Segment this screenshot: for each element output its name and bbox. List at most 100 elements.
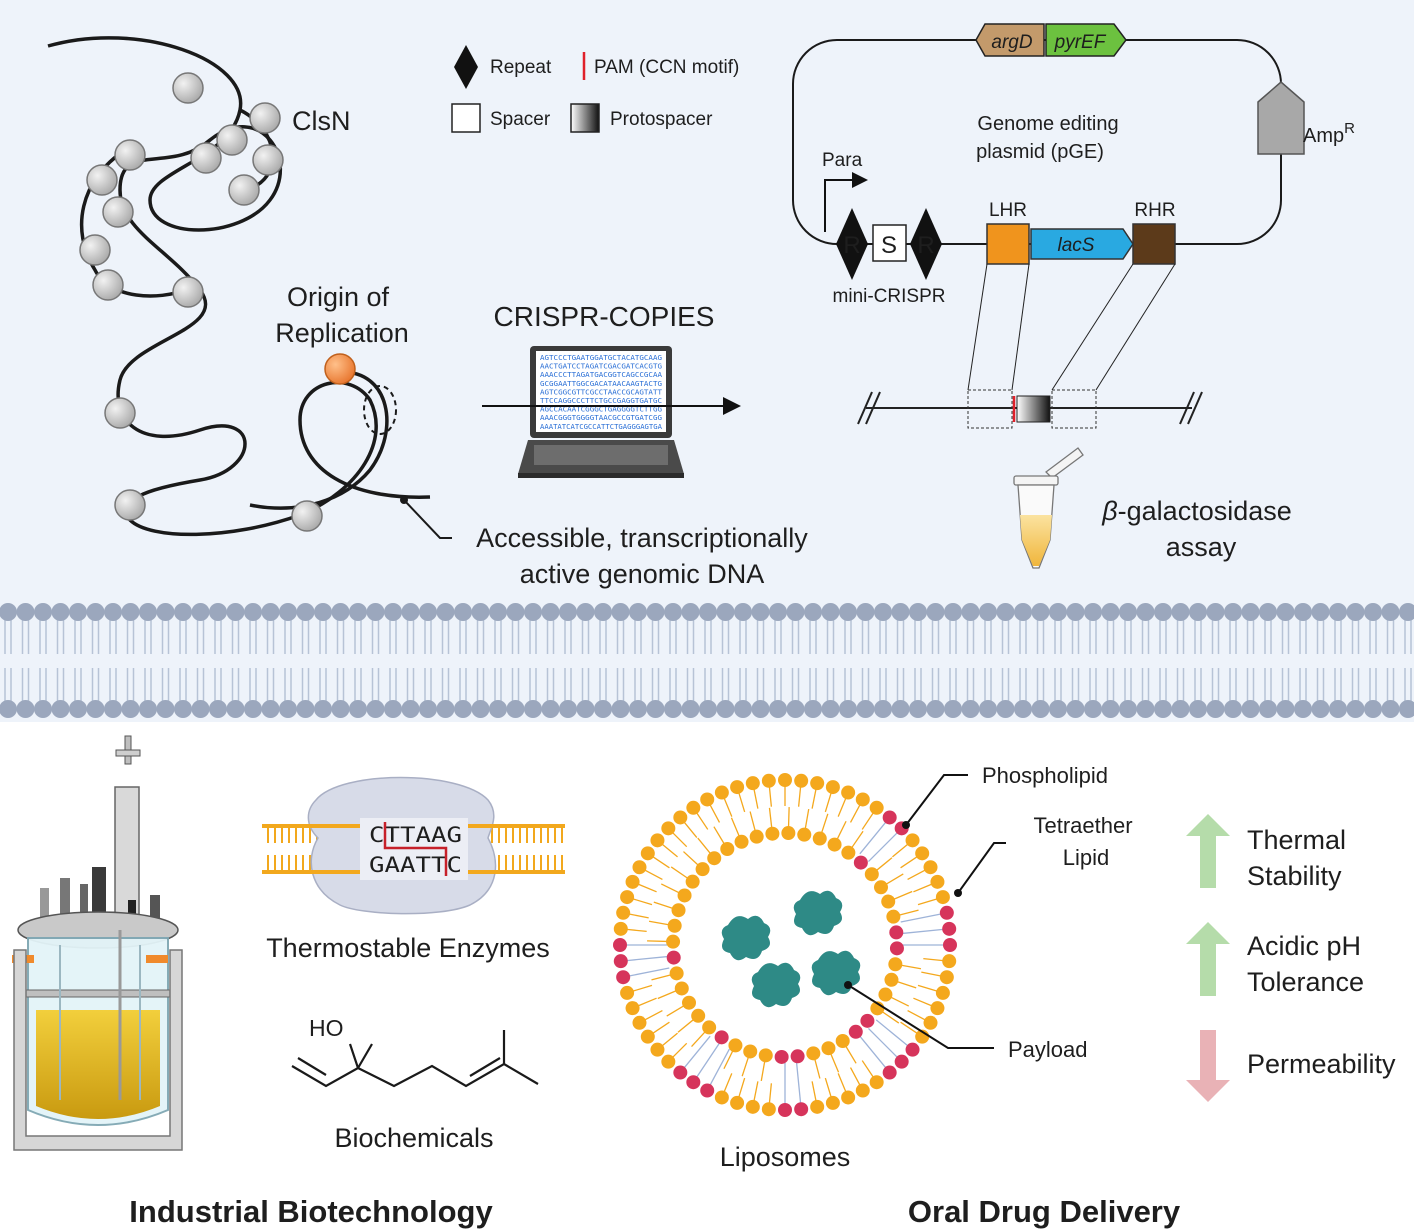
phospholipid-head — [821, 1041, 836, 1056]
lipid-head — [1119, 603, 1137, 621]
lipid-head — [1066, 700, 1085, 718]
phospholipid-tail — [824, 1077, 832, 1098]
lipid-head — [961, 603, 980, 621]
lipid-head — [191, 603, 210, 621]
phospholipid-head — [810, 1099, 825, 1114]
phospholipid-head — [714, 785, 729, 800]
lipid-head — [174, 603, 192, 621]
crispr-legend: Repeat PAM (CCN motif) Spacer Protospace… — [451, 45, 739, 133]
lipid-head — [489, 603, 507, 621]
genome-rhr-region — [1051, 389, 1097, 429]
lipid-head — [664, 700, 682, 718]
lipid-head — [769, 603, 787, 621]
lipid-head — [804, 700, 822, 718]
lipid-head — [1399, 700, 1414, 718]
molecule-double-bond — [297, 1057, 327, 1076]
crossover-line — [1011, 263, 1030, 391]
phospholipid-head — [650, 833, 665, 848]
lipid-head — [1084, 603, 1102, 621]
tetraether-head — [889, 925, 904, 940]
lipid-head — [594, 603, 612, 621]
clsn-label: ClsN — [292, 106, 351, 136]
phospholipid-head — [667, 918, 682, 933]
phospholipid-tail — [837, 797, 847, 817]
phospholipid-tail — [672, 832, 688, 848]
lipid-head — [874, 603, 892, 621]
clsn-bead — [249, 102, 281, 134]
lipid-head — [1311, 603, 1330, 621]
lipid-head — [279, 603, 297, 621]
lipid-head — [524, 700, 542, 718]
phospholipid-head — [640, 1029, 655, 1044]
lipid-head — [821, 603, 840, 621]
payload-molecules — [721, 890, 861, 1008]
laptop-sequence-lines: AGTCCCTGAATGGATGCTACATGCAAGAACTGATCCTAGA… — [540, 354, 663, 431]
clsn-bead — [190, 142, 222, 174]
lacs-label: lacS — [1058, 235, 1095, 256]
chromosome-dna-strand — [47, 36, 431, 537]
phospholipid-tail — [907, 869, 926, 881]
phospholipid-head — [686, 800, 701, 815]
tetraether-head — [943, 938, 957, 952]
phospholipid-head — [674, 981, 689, 996]
lipid-head — [1084, 700, 1102, 718]
phospholipid-leader — [905, 774, 968, 826]
tetraether-head — [616, 970, 631, 985]
phospholipid-tail — [881, 1011, 900, 1024]
phospholipid-tail — [885, 873, 904, 885]
accessible-dna-label-line1: Accessible, transcriptionally — [476, 523, 808, 553]
clsn-bead — [114, 139, 146, 171]
phospholipid-tail — [677, 1019, 694, 1033]
clsn-bead — [252, 144, 284, 176]
phospholipid-tail — [697, 837, 711, 854]
genome-break-right — [1179, 391, 1195, 425]
tetraether-label-line1: Tetraether — [1033, 813, 1132, 838]
phospholipid-head — [661, 821, 676, 836]
genome-break-left — [857, 391, 873, 425]
argd-gene — [975, 23, 1045, 57]
lipid-head — [1346, 603, 1365, 621]
phospholipid-head — [841, 845, 856, 860]
phospholipid-head — [700, 792, 715, 807]
lipid-head — [314, 603, 332, 621]
phospholipid-head — [677, 888, 692, 903]
biochemicals-label: Biochemicals — [334, 1123, 493, 1153]
ampr-superscript: R — [1344, 120, 1355, 137]
phospholipid-head — [873, 880, 888, 895]
lipid-head — [699, 700, 717, 718]
phospholipid-head — [730, 780, 745, 795]
lipid-head — [1206, 700, 1225, 718]
phospholipid-head — [714, 1090, 729, 1105]
clsn-bead — [79, 234, 111, 266]
clsn-bead — [102, 196, 134, 228]
phospholipid-head — [935, 985, 950, 1000]
laptop-sequence-line: AGTCCCTGAATGGATGCTACATGCAAG — [540, 354, 662, 362]
phospholipid-tail — [890, 996, 910, 1007]
tetraether-tail — [859, 1035, 887, 1069]
phospholipid-tail — [824, 792, 832, 813]
lipid-head — [454, 603, 472, 621]
tetraether-tail — [875, 1019, 909, 1047]
assay-label-line2: assay — [1166, 532, 1237, 562]
spacer-box-label: S — [881, 232, 897, 259]
phospholipid-head — [765, 826, 780, 841]
phospholipid-tail — [837, 1073, 847, 1093]
lipid-head — [436, 700, 455, 718]
tetraether-tail — [900, 913, 942, 923]
spacer-legend-icon — [451, 103, 481, 133]
property-arrows — [1186, 814, 1230, 1102]
lipid-head — [856, 700, 875, 718]
lipid-head — [734, 700, 752, 718]
laptop-sequence-line: AGTCGGCGTTCGCCTAACCGCAGTATT — [540, 388, 663, 396]
bioreactor-icon — [12, 735, 183, 1151]
thermostable-enzymes-label: Thermostable Enzymes — [266, 933, 550, 963]
lipid-head — [51, 700, 70, 718]
phospholipid-tail — [768, 807, 773, 828]
chromosome-diagram — [47, 36, 452, 539]
workflow-arrow-head — [723, 397, 741, 415]
phospholipid-head — [730, 1095, 745, 1110]
phospholipid-tail — [626, 928, 647, 933]
phospholipid-head — [632, 860, 647, 875]
lipid-head — [786, 603, 805, 621]
laptop-icon: AGTCCCTGAATGGATGCTACATGCAAGAACTGATCCTAGA… — [518, 346, 684, 478]
